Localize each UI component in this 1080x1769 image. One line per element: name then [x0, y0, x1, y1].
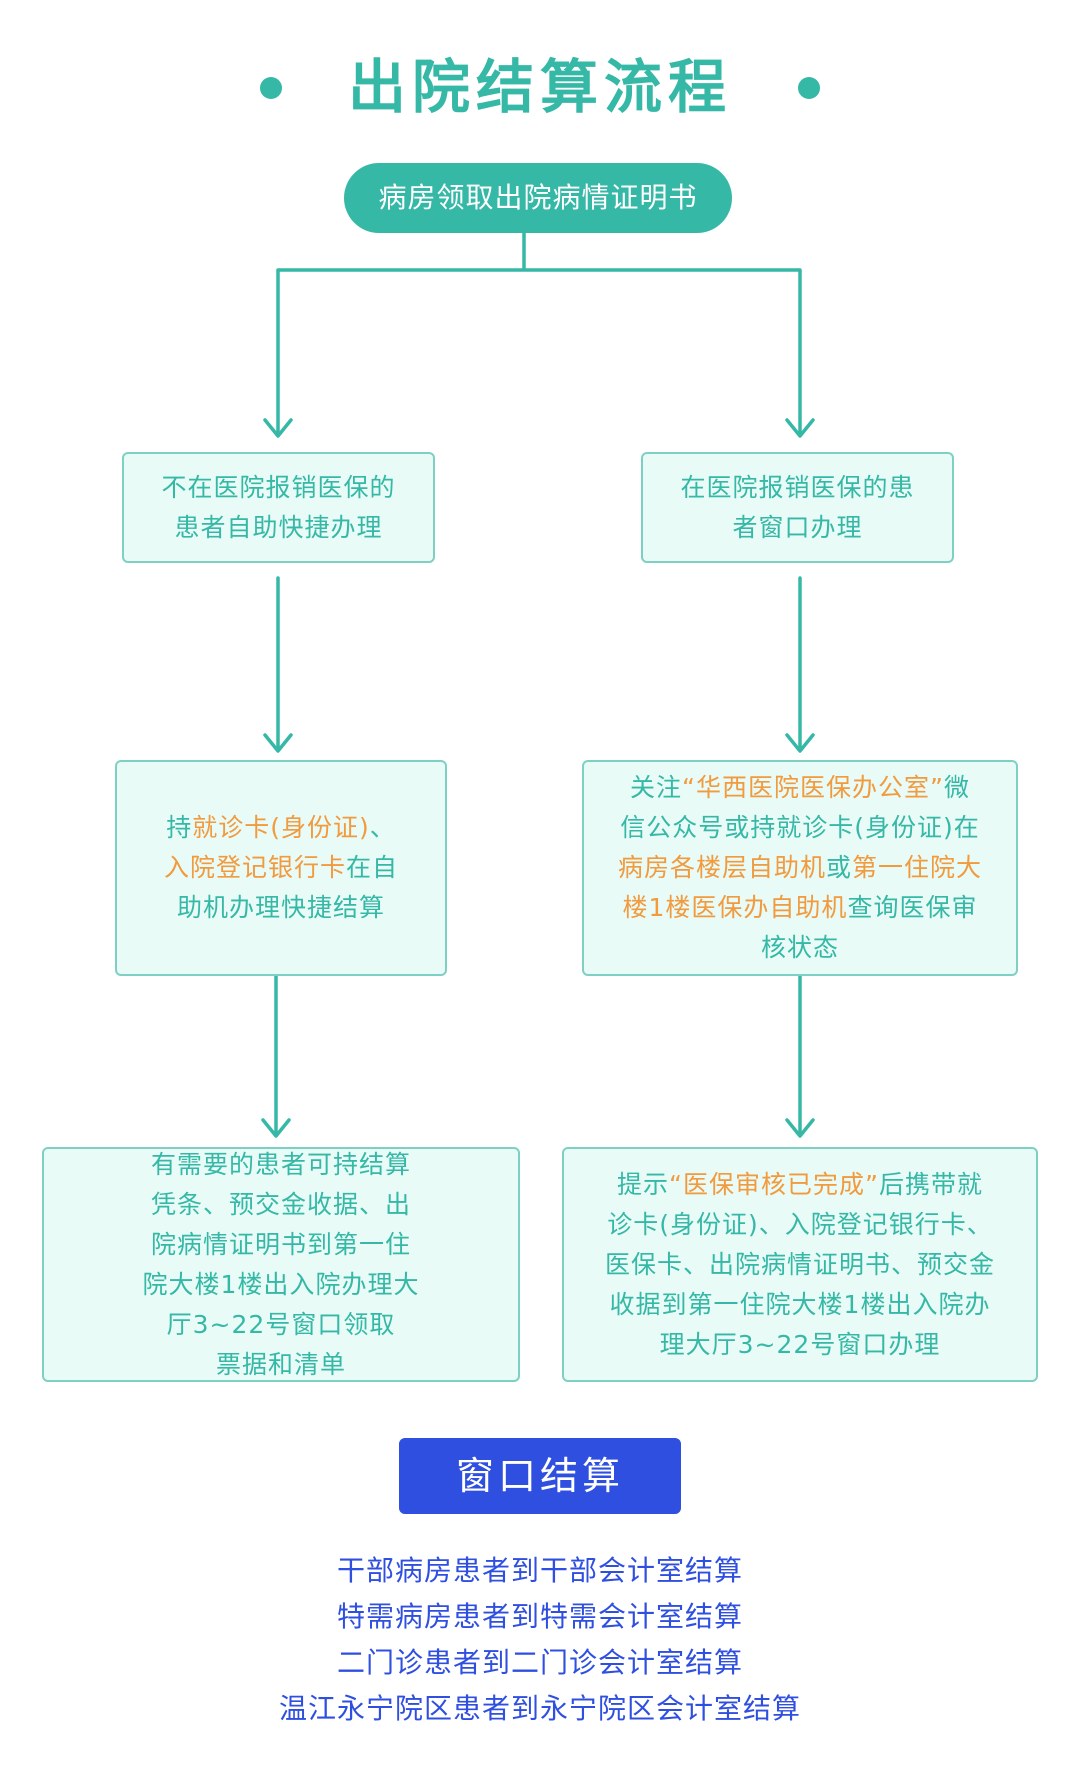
highlight-text: 就诊卡(身份证)	[192, 813, 370, 842]
left-step-1-line: 患者自助快捷办理	[174, 512, 383, 542]
text-line: 医保卡、出院病情证明书、预交金	[605, 1245, 995, 1285]
body-text: 持	[166, 813, 193, 842]
body-text: 、	[369, 813, 396, 842]
right-step-1-line: 者窗口办理	[732, 512, 863, 542]
start-node: 病房领取出院病情证明书	[344, 163, 732, 233]
settlement-notes: 干部病房患者到干部会计室结算 特需病房患者到特需会计室结算 二门诊患者到二门诊会…	[0, 1548, 1080, 1732]
text-line: 收据到第一住院大楼1楼出入院办	[605, 1285, 995, 1325]
left-step-3-line: 有需要的患者可持结算	[150, 1149, 411, 1179]
left-step-3-line: 院大楼1楼出入院办理大	[142, 1269, 420, 1299]
text-line: 病房各楼层自助机或第一住院大	[618, 848, 982, 888]
text-line: 入院登记银行卡在自	[164, 848, 398, 888]
body-text: 后携带就	[878, 1169, 983, 1199]
highlight-text: “医保审核已完成”	[669, 1169, 879, 1199]
body-text: 信公众号或持就诊卡(身份证)在	[620, 813, 980, 842]
right-step-1-line: 在医院报销医保的患	[680, 472, 915, 502]
page-title: 出院结算流程	[347, 53, 732, 121]
body-text: 理大厅3~22号窗口办理	[659, 1329, 941, 1359]
body-text: 医保卡、出院病情证明书、预交金	[604, 1249, 995, 1279]
settlement-note: 二门诊患者到二门诊会计室结算	[336, 1646, 743, 1679]
left-step-3-line: 厅3~22号窗口领取	[166, 1309, 396, 1339]
body-text: 微	[943, 773, 970, 802]
right-step-3-text: 提示“医保审核已完成”后携带就诊卡(身份证)、入院登记银行卡、医保卡、出院病情证…	[605, 1165, 995, 1365]
highlight-text: 楼1楼医保办自助机	[622, 893, 848, 922]
highlight-text: “华西医院医保办公室”	[682, 773, 944, 802]
arrowhead-left-2	[263, 733, 293, 753]
window-settlement-label: 窗口结算	[399, 1438, 681, 1514]
left-step-2-text: 持就诊卡(身份证)、入院登记银行卡在自助机办理快捷结算	[164, 808, 398, 928]
arrowhead-right-3	[785, 1118, 815, 1138]
arrowhead-right-1	[785, 418, 815, 438]
left-step-3-line: 凭条、预交金收据、出	[150, 1189, 411, 1219]
body-text: 在自	[346, 853, 399, 882]
body-text: 或	[825, 853, 852, 882]
arrowhead-left-1	[263, 418, 293, 438]
right-step-2: 关注“华西医院医保办公室”微信公众号或持就诊卡(身份证)在病房各楼层自助机或第一…	[582, 760, 1018, 976]
split-connector	[276, 231, 802, 434]
highlight-text: 入院登记银行卡	[163, 853, 346, 882]
text-line: 理大厅3~22号窗口办理	[605, 1325, 995, 1365]
left-step-3: 有需要的患者可持结算 凭条、预交金收据、出 院病情证明书到第一住 院大楼1楼出入…	[42, 1147, 520, 1382]
left-step-1: 不在医院报销医保的 患者自助快捷办理	[122, 452, 435, 563]
body-text: 查询医保审	[847, 893, 978, 922]
left-step-2: 持就诊卡(身份证)、入院登记银行卡在自助机办理快捷结算	[115, 760, 447, 976]
highlight-text: 第一住院大	[852, 853, 983, 882]
body-text: 核状态	[760, 933, 839, 962]
highlight-text: 病房各楼层自助机	[617, 853, 826, 882]
text-line: 诊卡(身份证)、入院登记银行卡、	[605, 1205, 995, 1245]
settlement-note: 温江永宁院区患者到永宁院区会计室结算	[278, 1692, 801, 1725]
text-line: 持就诊卡(身份证)、	[164, 808, 398, 848]
text-line: 核状态	[618, 928, 982, 968]
text-line: 助机办理快捷结算	[164, 888, 398, 928]
text-line: 提示“医保审核已完成”后携带就	[605, 1165, 995, 1205]
right-step-3: 提示“医保审核已完成”后携带就诊卡(身份证)、入院登记银行卡、医保卡、出院病情证…	[562, 1147, 1038, 1382]
left-step-3-line: 票据和清单	[215, 1349, 346, 1379]
text-line: 楼1楼医保办自助机查询医保审	[618, 888, 982, 928]
left-step-3-line: 院病情证明书到第一住	[150, 1229, 411, 1259]
body-text: 收据到第一住院大楼1楼出入院办	[609, 1289, 991, 1319]
body-text: 关注	[630, 773, 683, 802]
body-text: 诊卡(身份证)、入院登记银行卡、	[607, 1209, 993, 1239]
title-left-dot	[260, 77, 282, 99]
text-line: 信公众号或持就诊卡(身份证)在	[618, 808, 982, 848]
body-text: 提示	[617, 1169, 670, 1199]
left-step-1-line: 不在医院报销医保的	[161, 472, 396, 502]
arrowhead-left-3	[261, 1118, 291, 1138]
body-text: 助机办理快捷结算	[176, 893, 385, 922]
title-right-dot	[798, 77, 820, 99]
right-step-2-text: 关注“华西医院医保办公室”微信公众号或持就诊卡(身份证)在病房各楼层自助机或第一…	[618, 768, 982, 968]
text-line: 关注“华西医院医保办公室”微	[618, 768, 982, 808]
settlement-note: 特需病房患者到特需会计室结算	[336, 1600, 743, 1633]
arrowhead-right-2	[785, 733, 815, 753]
settlement-note: 干部病房患者到干部会计室结算	[336, 1554, 743, 1587]
right-step-1: 在医院报销医保的患 者窗口办理	[641, 452, 954, 563]
